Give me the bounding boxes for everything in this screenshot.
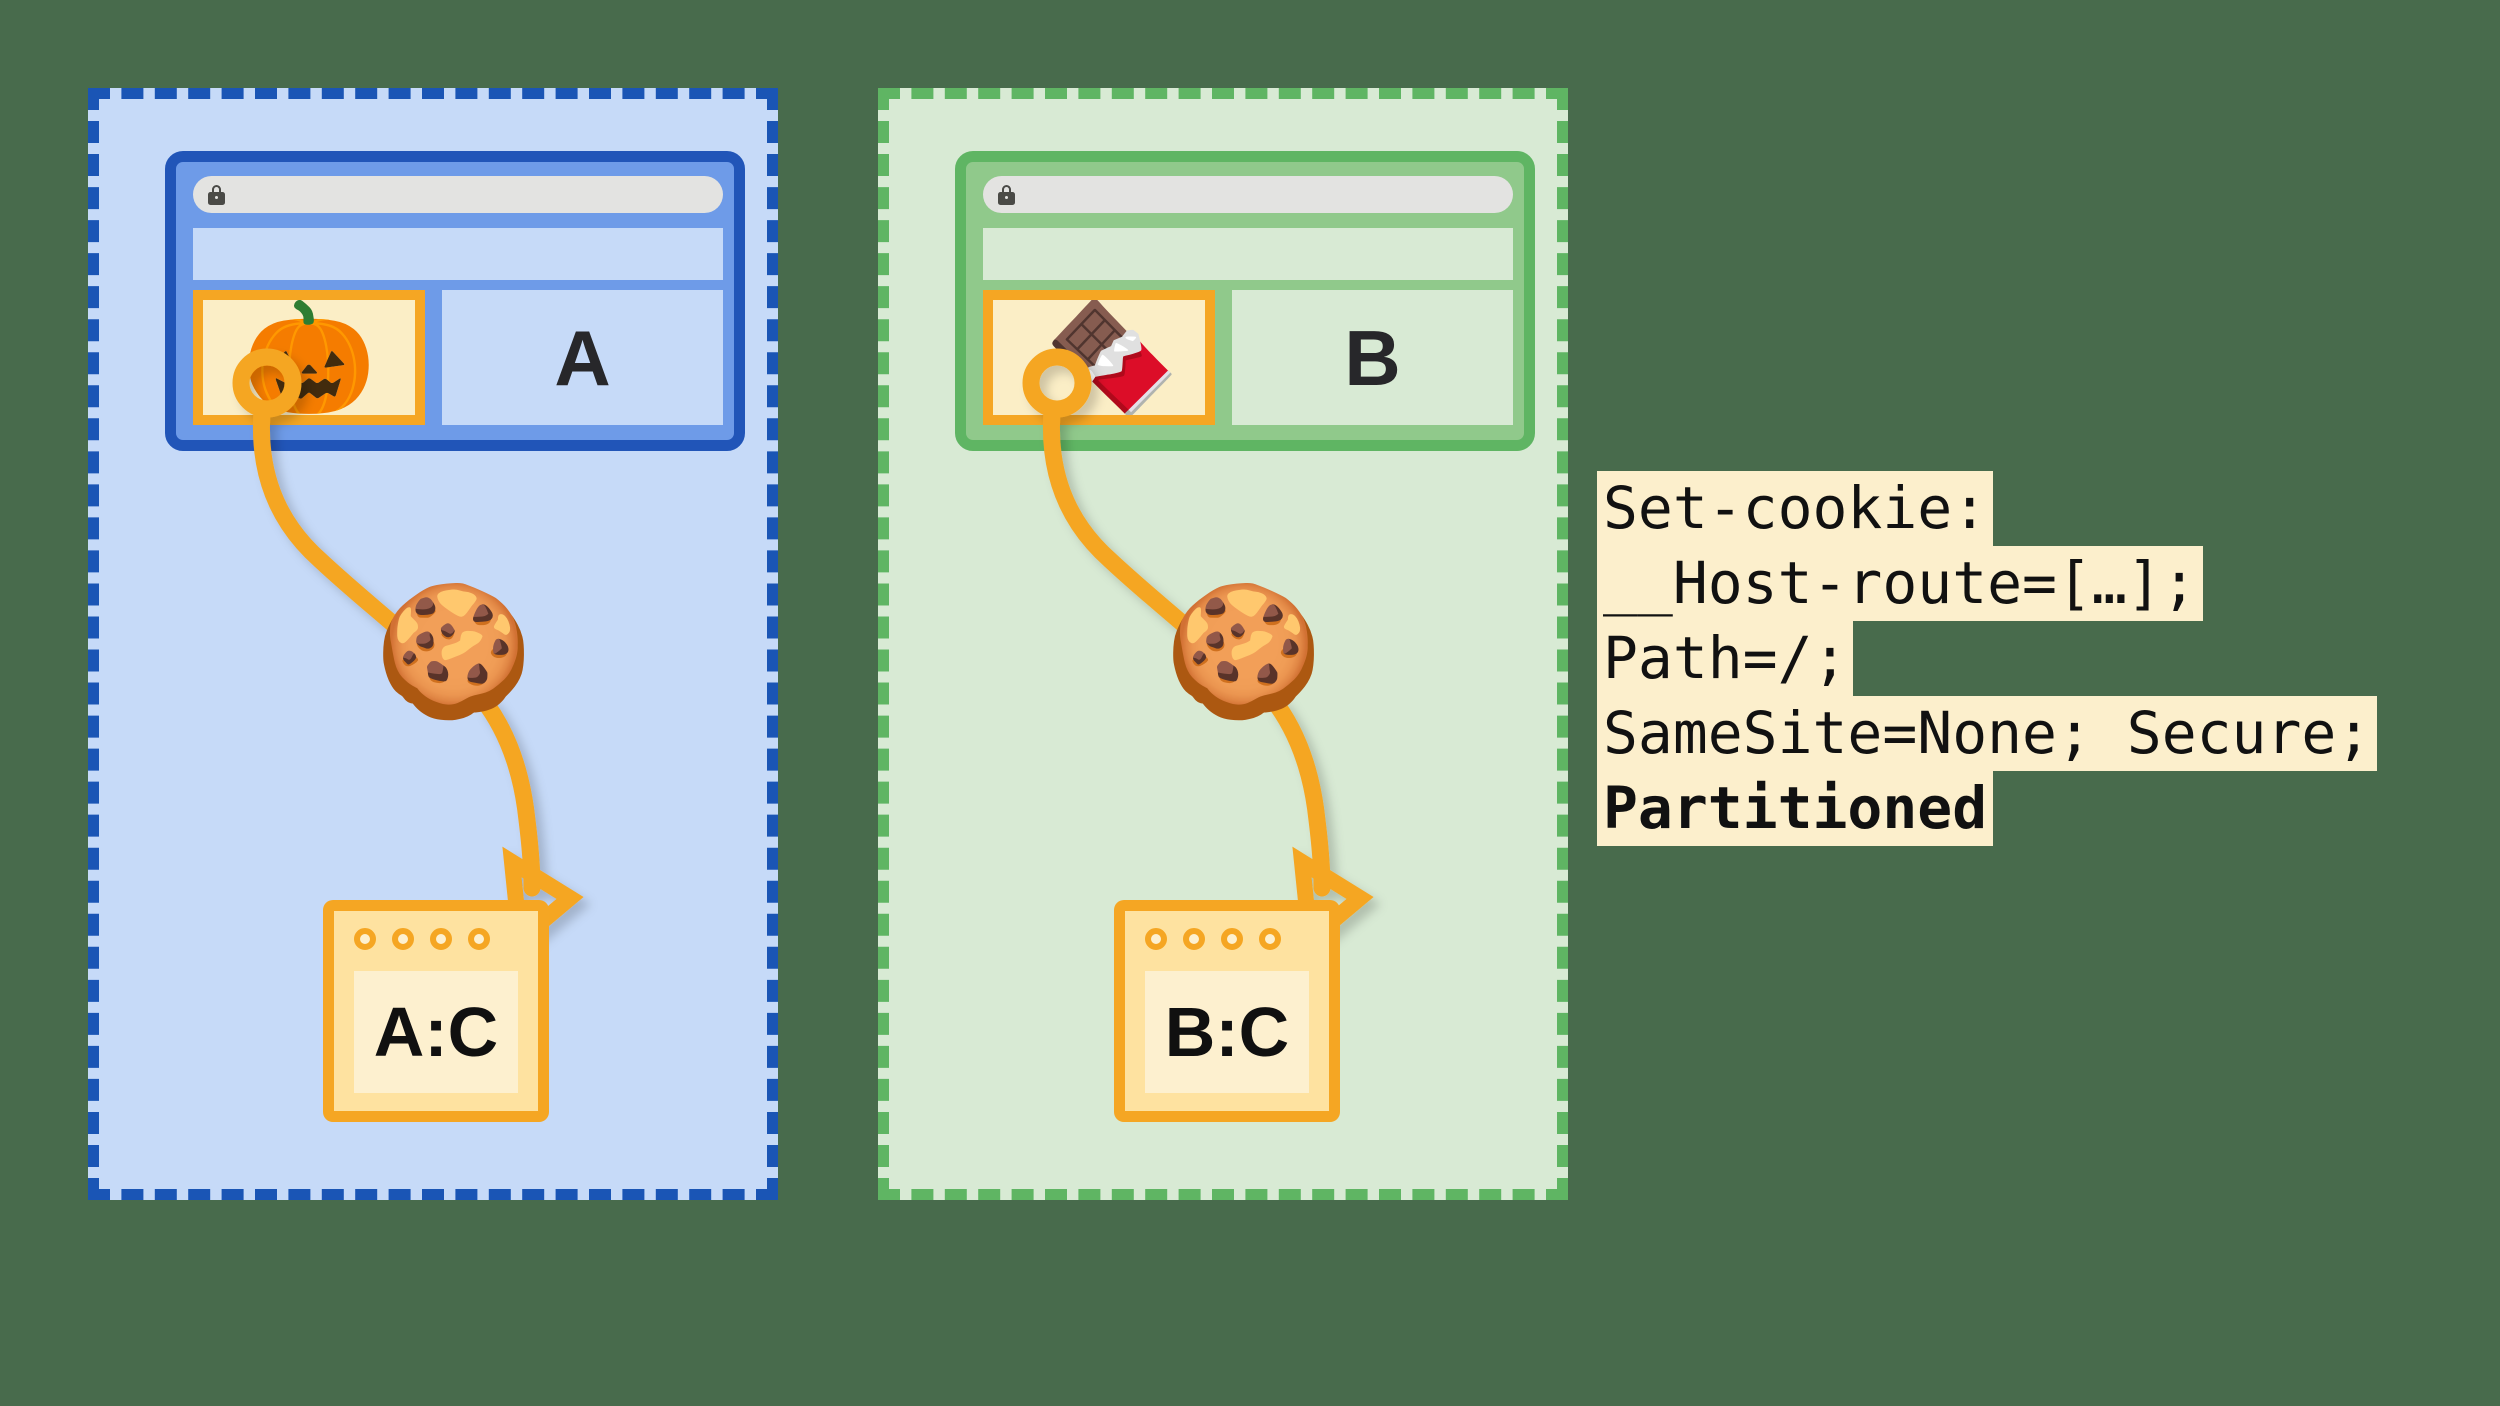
store-dot [1221, 928, 1243, 950]
browser-window-b: 🍫 B [955, 151, 1535, 451]
store-label-a: A:C [373, 993, 499, 1071]
content-placeholder-bar-b [983, 228, 1513, 280]
store-screen-a: A:C [354, 971, 518, 1093]
code-line: __Host-route=[…]; [1597, 546, 2203, 621]
lock-icon [998, 184, 1015, 205]
store-dots-b [1145, 928, 1281, 950]
store-screen-b: B:C [1145, 971, 1309, 1093]
code-line: Set-cookie: [1597, 471, 1994, 546]
cookie-icon-a: 🍪 [374, 580, 534, 723]
set-cookie-code-block: Set-cookie: __Host-route=[…]; Path=/; Sa… [1597, 471, 2378, 846]
store-dot [1259, 928, 1281, 950]
address-bar-b[interactable] [983, 176, 1513, 213]
site-label-a: A [554, 313, 611, 402]
store-dot [468, 928, 490, 950]
code-line: SameSite=None; Secure; [1597, 696, 2378, 771]
site-label-panel-a: A [442, 290, 723, 425]
store-dot [430, 928, 452, 950]
lock-icon [208, 184, 225, 205]
cookie-icon-b: 🍪 [1164, 580, 1324, 723]
jack-o-lantern-icon: 🎃 [241, 296, 377, 418]
cookie-store-a: A:C [323, 900, 549, 1122]
embedded-frame-a: 🎃 [193, 290, 425, 425]
store-dot [1183, 928, 1205, 950]
embedded-frame-b: 🍫 [983, 290, 1215, 425]
store-dot [354, 928, 376, 950]
store-dot [392, 928, 414, 950]
browser-window-a: 🎃 A [165, 151, 745, 451]
code-line: Path=/; [1597, 621, 1854, 696]
code-line-partitioned: Partitioned [1597, 771, 1994, 846]
site-label-panel-b: B [1232, 290, 1513, 425]
content-placeholder-bar-a [193, 228, 723, 280]
store-dot [1145, 928, 1167, 950]
store-dots-a [354, 928, 490, 950]
chocolate-bar-icon: 🍫 [1044, 296, 1179, 418]
address-bar-a[interactable] [193, 176, 723, 213]
store-label-b: B:C [1164, 993, 1290, 1071]
cookie-store-b: B:C [1114, 900, 1340, 1122]
site-label-b: B [1344, 313, 1401, 402]
